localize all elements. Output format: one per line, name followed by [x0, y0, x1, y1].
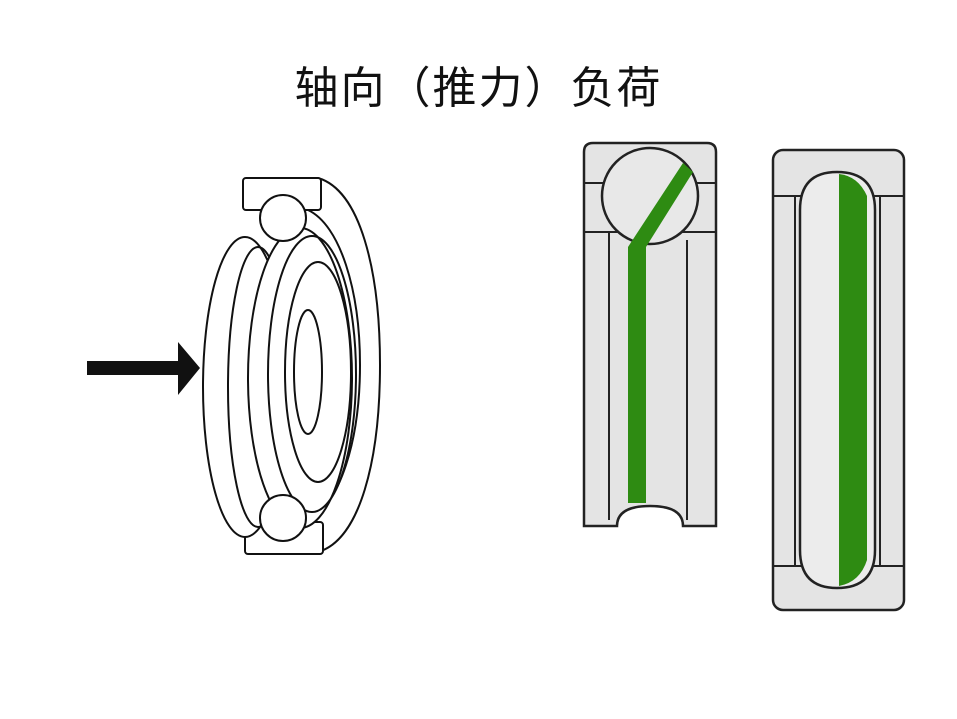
axial-load-arrow-icon: [87, 342, 200, 395]
ball-bottom: [259, 494, 307, 542]
race-ring-mid: [267, 235, 357, 513]
ball-top: [259, 194, 307, 242]
load-path-green: [839, 174, 867, 586]
ball-bearing-section-figure: [582, 141, 718, 528]
slide-title: 轴向（推力）负荷: [294, 63, 663, 114]
bore-inner: [293, 309, 323, 435]
section-body: [582, 141, 718, 528]
load-path-green: [628, 163, 693, 503]
ball-bearing-isometric-figure: [202, 177, 382, 555]
ball-section: [600, 146, 700, 246]
outer-ring-back-edge: [317, 177, 382, 553]
roller-bearing-section-figure: [771, 148, 906, 612]
